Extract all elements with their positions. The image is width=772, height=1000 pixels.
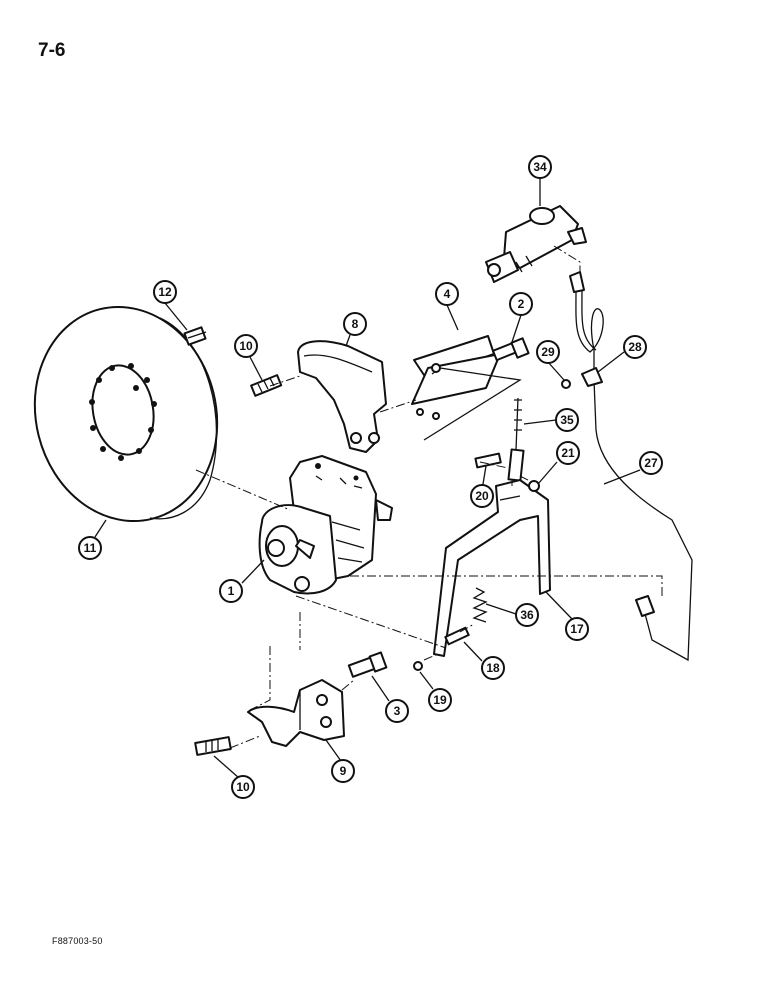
lever [433,479,551,657]
svg-text:21: 21 [561,446,575,460]
callout-9: 9 [331,759,355,783]
bolt-10-lower [194,736,232,756]
callout-17: 17 [565,617,589,641]
callout-10-upper: 10 [234,334,258,358]
lower-bracket [247,679,345,747]
svg-text:34: 34 [533,160,547,174]
svg-text:29: 29 [541,345,555,359]
callout-18: 18 [481,656,505,680]
callout-20: 20 [470,484,494,508]
callout-12: 12 [153,280,177,304]
brake-line [569,271,693,662]
master-cylinder [485,205,587,283]
svg-text:36: 36 [520,608,534,622]
page-number: 7-6 [38,40,66,61]
callout-35: 35 [555,408,579,432]
svg-text:10: 10 [236,780,250,794]
callout-34: 34 [528,155,552,179]
bolt-20 [474,452,502,469]
bolt-3 [347,651,388,678]
callout-29: 29 [536,340,560,364]
svg-text:17: 17 [570,622,584,636]
callout-4: 4 [435,282,459,306]
svg-text:27: 27 [644,456,658,470]
bolt-18 [444,626,470,646]
nut-29 [561,379,571,389]
svg-text:11: 11 [84,541,97,555]
bolt-10-upper [250,374,283,397]
svg-text:20: 20 [475,489,489,503]
svg-text:12: 12 [158,285,172,299]
callout-11: 11 [78,536,102,560]
svg-text:1: 1 [228,584,235,598]
callout-36: 36 [515,603,539,627]
callout-8: 8 [343,312,367,336]
svg-text:3: 3 [394,704,401,718]
callout-21: 21 [556,441,580,465]
figure-code: F887003-50 [52,936,103,946]
callout-1: 1 [219,579,243,603]
callout-3: 3 [385,699,409,723]
spring [472,587,488,623]
bolt-2 [492,337,530,362]
svg-text:2: 2 [518,297,525,311]
svg-text:4: 4 [444,287,451,301]
alignment-lines [195,245,663,749]
callout-28: 28 [623,335,647,359]
nut-21 [528,480,540,492]
callout-2: 2 [509,292,533,316]
bolt-12 [183,326,207,346]
brake-disc [33,305,219,523]
nut-19 [413,661,423,671]
callout-10-lower: 10 [231,775,255,799]
upper-bracket [297,340,387,453]
leader-lines [94,178,641,779]
svg-text:8: 8 [352,317,359,331]
cable-rod [507,397,525,482]
svg-text:18: 18 [486,661,500,675]
callout-27: 27 [639,451,663,475]
svg-text:35: 35 [560,413,574,427]
callout-19: 19 [428,688,452,712]
caliper-assembly [258,455,393,595]
svg-text:19: 19 [433,693,447,707]
svg-text:28: 28 [628,340,642,354]
svg-text:10: 10 [239,339,253,353]
svg-text:9: 9 [340,764,347,778]
